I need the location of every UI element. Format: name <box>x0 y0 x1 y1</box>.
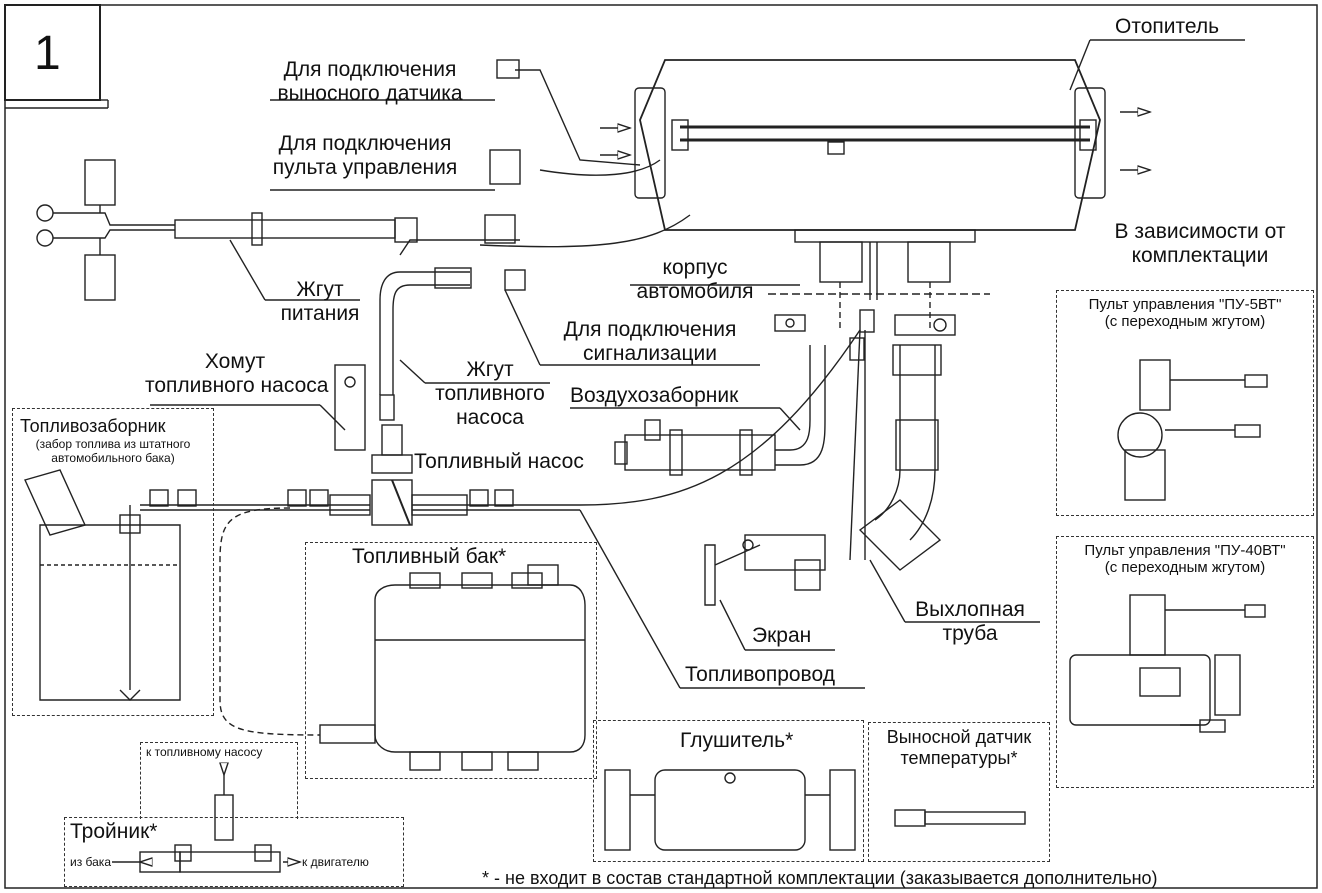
fuel-line-label: Топливопровод <box>685 663 835 686</box>
figure-number: 1 <box>34 27 61 80</box>
temp-sensor-drawing <box>894 809 1026 827</box>
temp-sensor-box <box>868 722 1050 862</box>
exhaust-pipe-label: Выхлопная труба <box>915 598 1025 646</box>
exhaust-pipe-drawing <box>858 344 942 571</box>
fuel-pump-label: Топливный насос <box>414 450 584 473</box>
fuel-tank-box <box>305 542 597 779</box>
pu5-panel-drawing <box>1117 359 1268 501</box>
pu40-panel-label: Пульт управления "ПУ-40ВТ" (с переходным… <box>1084 542 1286 577</box>
alarm-connection-label: Для подключения сигнализации <box>563 318 737 366</box>
footnote: * - не входит в состав стандартной компл… <box>482 868 1158 888</box>
pump-harness-label: Жгут топливного насоса <box>435 358 545 430</box>
power-harness-label: Жгут питания <box>280 278 360 326</box>
pu5-panel-label: Пульт управления "ПУ-5ВТ" (с переходным … <box>1088 296 1282 331</box>
fuel-intake-label: Топливозаборник <box>20 416 166 436</box>
tee-box <box>64 817 404 887</box>
power-harness-drawing <box>36 159 396 301</box>
air-intake-label: Воздухозаборник <box>570 384 739 407</box>
car-body-label: корпус автомобиля <box>636 256 754 304</box>
heater-drawing <box>634 59 1106 300</box>
depends-on-kit-label: В зависимости от комплектации <box>1114 220 1286 268</box>
to-engine-label: к двигателю <box>302 855 369 869</box>
tee-upper-box <box>140 742 298 819</box>
fuel-tank-label: Топливный бак* <box>352 545 507 568</box>
fuel-intake-drawing <box>24 469 181 701</box>
fuel-tank-drawing <box>319 564 586 771</box>
to-fuel-pump-label: к топливному насосу <box>146 745 263 759</box>
muffler-label: Глушитель* <box>680 729 794 752</box>
temp-sensor-label: Выносной датчик температуры* <box>886 727 1032 768</box>
muffler-drawing <box>604 769 856 851</box>
from-tank-label: из бака <box>70 855 111 869</box>
fuel-intake-note: (забор топлива из штатного автомобильног… <box>35 437 191 465</box>
air-intake-drawing <box>614 345 826 476</box>
pump-clamp-label: Хомут топливного насоса <box>145 350 329 398</box>
muffler-box <box>593 720 864 862</box>
fuel-intake-box <box>12 408 214 716</box>
screen-drawing <box>704 534 826 606</box>
fuel-pump-drawing <box>371 424 413 526</box>
control-panel-connection-label: Для подключения пульта управления <box>272 132 458 180</box>
pu5-box <box>1056 290 1314 516</box>
screen-label: Экран <box>752 624 812 647</box>
heater-label: Отопитель <box>1115 15 1220 38</box>
remote-sensor-connection-label: Для подключения выносного датчика <box>277 58 463 106</box>
pu40-panel-drawing <box>1069 594 1266 733</box>
tee-label: Тройник* <box>70 820 158 843</box>
pu40-box <box>1056 536 1314 788</box>
